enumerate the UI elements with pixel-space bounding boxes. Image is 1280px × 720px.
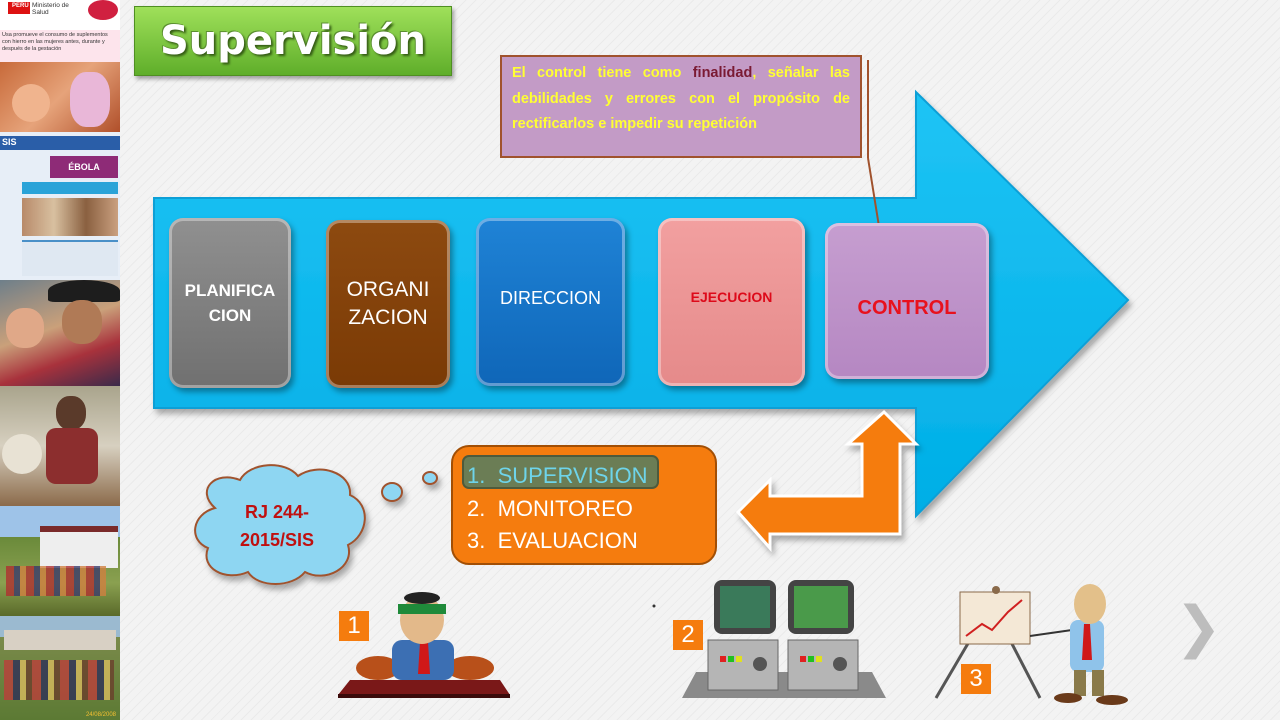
- process-arrow: [153, 89, 1130, 519]
- banner-panel: Usa promueve el consumo de suplementos c…: [0, 30, 120, 62]
- list-highlight: [462, 455, 659, 489]
- ministry-header: PERÚ Ministerio de Salud: [0, 0, 120, 30]
- list-item-monitoreo: 2. MONITOREO: [467, 496, 633, 521]
- flag-icon: [8, 2, 30, 14]
- control-types-list: 1. SUPERVISION 2. MONITOREO 3. EVALUACIO…: [451, 445, 717, 565]
- list-item-supervision: 1. SUPERVISION: [467, 463, 648, 488]
- next-slide-button[interactable]: ❯: [1175, 595, 1222, 660]
- stage-ejecucion: EJECUCION: [658, 218, 805, 386]
- chevron-right-icon: ❯: [1175, 595, 1222, 660]
- list-item-evaluacion: 3. EVALUACION: [467, 528, 638, 553]
- presenter-clipart: [934, 584, 1128, 705]
- monitors-clipart: [652, 580, 886, 698]
- sis-website-thumbnail: SIS ÉBOLA: [0, 132, 120, 280]
- inspector-clipart: [338, 592, 510, 698]
- badge-3: 3: [961, 664, 991, 694]
- badge-2: 2: [673, 620, 703, 650]
- cloud-label: RJ 244-2015/SIS: [239, 502, 315, 550]
- badge-1: 1: [339, 611, 369, 641]
- child-photo: [0, 386, 120, 506]
- page-title: Supervisión: [159, 18, 427, 64]
- logo-icon: [88, 0, 118, 20]
- feedback-arrow: [735, 409, 920, 552]
- control-definition-note: El control tiene como finalidad, señalar…: [500, 55, 862, 158]
- stage-control: CONTROL: [825, 223, 989, 379]
- pregnant-photo: [0, 62, 120, 132]
- community-photo: 24/08/2008: [0, 616, 120, 720]
- stage-direccion: DIRECCION: [476, 218, 625, 386]
- village-photo: [0, 506, 120, 616]
- mother-child-photo: [0, 280, 120, 386]
- photo-strip: PERÚ Ministerio de Salud Usa promueve el…: [0, 0, 120, 720]
- title-banner: Supervisión: [134, 6, 452, 76]
